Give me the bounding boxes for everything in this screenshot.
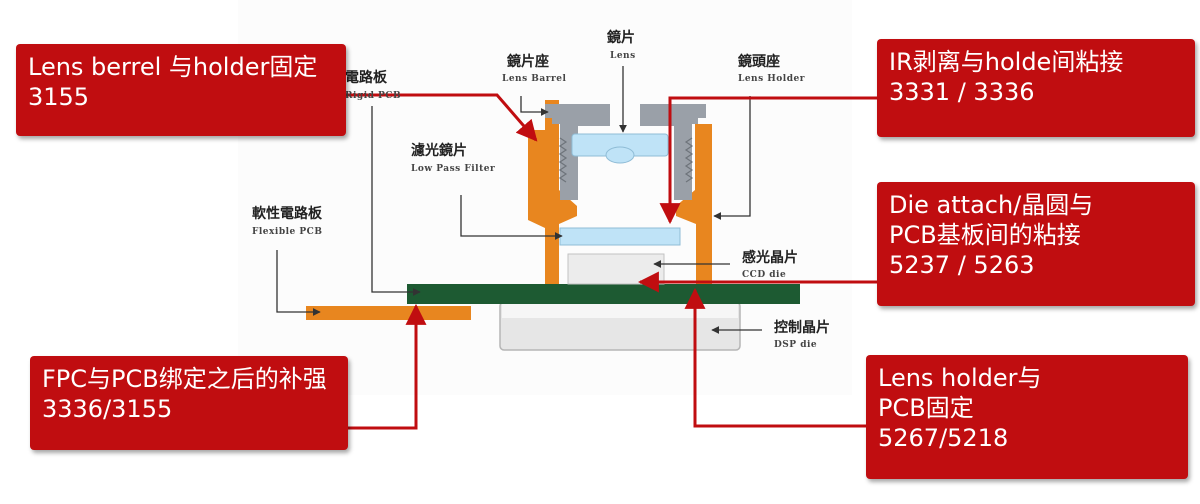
label-ccd-die-cn: 感光晶片: [742, 249, 798, 266]
label-flexible-pcb-en: Flexible PCB: [252, 227, 322, 237]
callout-fpc-reinforcement: FPC与PCB绑定之后的补强 3336/3155: [30, 356, 348, 450]
label-low-pass-filter-en: Low Pass Filter: [411, 164, 495, 174]
callout-title-2: PCB基板间的粘接: [889, 221, 1081, 249]
callout-code: 5267/5218: [878, 424, 1009, 452]
label-rigid-pcb-cn: 電路板: [345, 69, 388, 86]
label-lens-cn: 鏡片: [607, 29, 635, 46]
lens-holder-left: [528, 100, 577, 284]
label-flexible-pcb-cn: 軟性電路板: [252, 205, 323, 222]
callout-die-attach: Die attach/晶圆与 PCB基板间的粘接 5237 / 5263: [877, 182, 1195, 306]
label-lens-holder-cn: 鏡頭座: [738, 53, 780, 70]
label-lens-barrel-cn: 鏡片座: [507, 53, 549, 70]
lens-holder-right: [676, 124, 712, 284]
callout-lens-holder-fixing: Lens holder与 PCB固定 5267/5218: [866, 355, 1188, 479]
label-lens-en: Lens: [610, 51, 636, 61]
callout-title-2: PCB固定: [878, 394, 974, 422]
callout-title: Lens berrel 与holder固定: [28, 53, 318, 81]
callout-title: IR剥离与holde间粘接: [889, 48, 1124, 76]
callout-ir-bonding: IR剥离与holde间粘接 3331 / 3336: [877, 39, 1195, 137]
label-low-pass-filter-cn: 濾光鏡片: [411, 142, 467, 159]
rigid-pcb-shape: [407, 284, 800, 304]
label-dsp-die-cn: 控制晶片: [774, 319, 830, 336]
label-rigid-pcb-en: Rigid PCB: [345, 91, 401, 101]
callout-title: Die attach/晶圆与: [889, 191, 1094, 219]
callout-code: 3336/3155: [42, 395, 173, 423]
callout-title: FPC与PCB绑定之后的补强: [42, 365, 327, 393]
callout-code: 3331 / 3336: [889, 78, 1035, 106]
ccd-die-shape: [567, 253, 665, 285]
label-dsp-die-en: DSP die: [774, 340, 817, 350]
label-ccd-die-en: CCD die: [742, 270, 786, 280]
label-lens-barrel-en: Lens Barrel: [502, 74, 566, 84]
callout-title: Lens holder与: [878, 364, 1042, 392]
flexible-pcb-shape: [306, 306, 471, 320]
low-pass-filter-shape: [559, 227, 681, 246]
label-lens-holder-en: Lens Holder: [738, 74, 805, 84]
callout-lens-barrel-fixing: Lens berrel 与holder固定 3155: [16, 44, 346, 136]
callout-code: 3155: [28, 83, 90, 111]
callout-code: 5237 / 5263: [889, 251, 1035, 279]
